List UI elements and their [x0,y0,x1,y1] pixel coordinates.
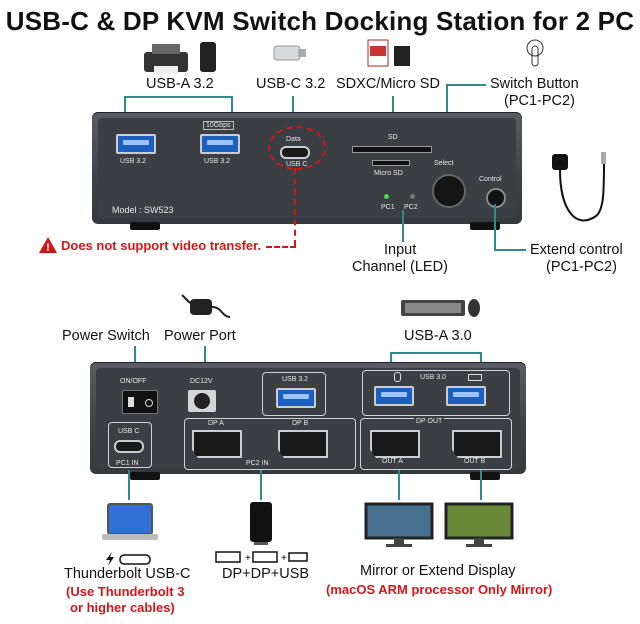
onoff-label: ON/OFF [120,378,147,385]
dp-b-port[interactable] [278,430,328,458]
label-switch-button: Switch Button [490,76,579,92]
pc2-led-label: PC2 [404,204,418,211]
dp-out-a-port[interactable] [370,430,420,458]
input-channel-label: Channel (LED) [352,259,448,275]
input-label: Input [384,242,417,258]
dp-out-label: DP OUT [414,418,445,425]
dp-out-b-port[interactable] [452,430,502,458]
usb-a-port-1[interactable] [116,134,156,154]
sd-slot-label: SD [388,134,398,141]
printer-icon [140,42,192,83]
control-label: Control [479,176,502,183]
thunderbolt-note-1: (Use Thunderbolt 3 [66,584,185,599]
mirror-extend-note: (macOS ARM processor Only Mirror) [326,582,553,597]
dp-dp-usb-icon: ++ [214,550,310,569]
select-label: Select [434,160,454,167]
laptop-icon [100,502,160,551]
out-a-label: OUT A [382,458,403,465]
out-b-label: OUT B [464,458,486,465]
label-sd: SDXC/Micro SD [336,76,440,92]
usb-c-highlight-ring [268,126,326,170]
thunderbolt-title: Thunderbolt USB-C [64,566,191,582]
dc-power-port[interactable] [188,390,216,412]
usbc-port-label: USB C [286,161,308,168]
usb-a-3-0-port-1[interactable] [374,386,414,406]
speed-badge: 10Gbps [203,121,234,130]
extend-control-label: Extend control [530,242,623,258]
external-drive-icon [198,40,218,79]
usb-c-port-front[interactable] [280,146,310,159]
page-title: USB-C & DP KVM Switch Docking Station fo… [5,6,635,36]
microsd-slot-label: Micro SD [374,170,403,177]
pc1-led [384,194,389,199]
thunderbolt-note-2: or higher cables) [70,600,175,615]
label-power-switch: Power Switch [62,328,150,344]
label-usba-3-2: USB-A 3.2 [146,76,214,92]
usb-flash-drive-icon [272,40,308,71]
usb-a-3-0-port-2[interactable] [446,386,486,406]
mouse-port-icon [394,372,401,382]
monitor-b-icon [444,502,514,555]
model-label: Model : SW523 [112,205,174,215]
select-button[interactable] [432,174,466,208]
usb-a-port-2[interactable] [200,134,240,154]
keyboard-icon [400,298,466,323]
thunderbolt-usbc-icon [104,552,154,571]
usb32-rear-label: USB 3.2 [282,376,309,383]
pc2-led [410,194,415,199]
dp-dp-usb-title: DP+DP+USB [222,566,310,582]
dp-a-port[interactable] [192,430,242,458]
dp-a-label: DP A [208,420,224,427]
pc1-in-label: PC1 IN [116,460,139,467]
control-jack[interactable] [486,188,506,208]
label-usbc-3-2: USB-C 3.2 [256,76,326,92]
mirror-extend-title: Mirror or Extend Display [360,563,516,579]
mouse-icon [466,297,482,324]
pc1-led-label: PC1 [381,204,395,211]
dp-b-label: DP B [292,420,309,427]
desktop-tower-icon [246,500,276,551]
usb-a-3-2-rear-port[interactable] [276,388,316,408]
power-switch[interactable] [122,390,158,414]
pointer-hand-icon [522,38,548,73]
extend-control-pc-label: (PC1-PC2) [546,259,617,275]
port-label-usb32-2: USB 3.2 [204,158,231,165]
svg-text:!: ! [46,242,50,254]
sd-slot[interactable] [352,146,432,153]
warning-text: Does not support video transfer. [61,238,262,253]
usb-c-rear-port[interactable] [114,440,144,453]
monitor-a-icon [364,502,434,555]
svg-text:+: + [281,553,287,564]
data-label: Data [286,136,301,143]
keyboard-port-icon [468,374,482,381]
label-usba-3-0: USB-A 3.0 [404,328,472,344]
usbc-rear-label: USB C [118,428,140,435]
dc12v-label: DC12V [190,378,213,385]
svg-text:+: + [245,553,251,564]
label-switch-pc: (PC1-PC2) [504,93,575,109]
label-power-port: Power Port [164,328,236,344]
warning-icon: ! [38,236,58,259]
microsd-slot[interactable] [372,160,410,166]
pc2-in-label: PC2 IN [246,460,269,467]
sd-card-icon [366,38,414,75]
wired-remote-icon [546,150,610,241]
usb30-label: USB 3.0 [420,374,447,381]
power-adapter-icon [180,293,232,326]
port-label-usb32-1: USB 3.2 [120,158,147,165]
